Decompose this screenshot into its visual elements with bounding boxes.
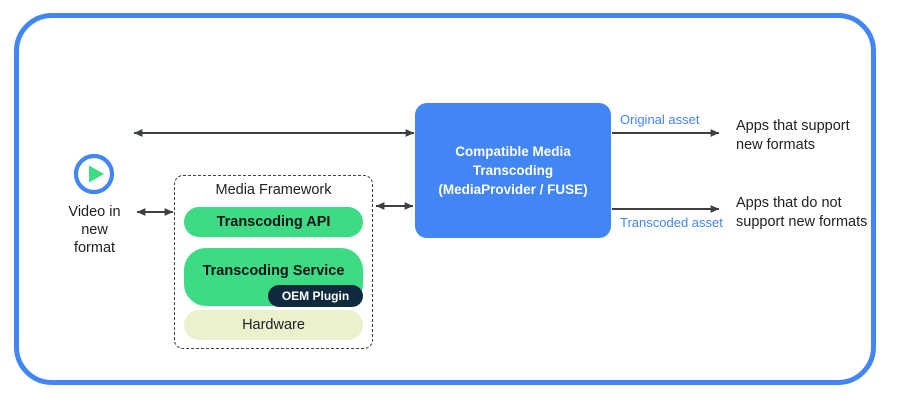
- transcoded-asset-label: Transcoded asset: [620, 215, 723, 230]
- transcoding-api-pill[interactable]: Transcoding API: [184, 207, 363, 237]
- original-asset-label: Original asset: [620, 112, 700, 127]
- outer-frame-border: [14, 13, 876, 385]
- video-in-new-format-label: Video in new format: [68, 204, 121, 256]
- compatible-media-transcoding-box[interactable]: Compatible Media Transcoding (MediaProvi…: [415, 103, 611, 238]
- oem-plugin-badge[interactable]: OEM Plugin: [268, 285, 363, 307]
- play-circle-icon: [72, 152, 116, 196]
- cmt-line-1: Compatible Media: [455, 144, 571, 159]
- hardware-pill[interactable]: Hardware: [184, 310, 363, 340]
- cmt-line-3: (MediaProvider / FUSE): [438, 182, 588, 197]
- apps-that-support-label: Apps that support new formats: [736, 118, 850, 153]
- cmt-box-text: Compatible Media Transcoding (MediaProvi…: [438, 142, 587, 199]
- media-framework-title: Media Framework: [215, 182, 332, 198]
- cmt-line-2: Transcoding: [472, 163, 554, 178]
- apps-that-do-not-support-label: Apps that do not support new formats: [736, 195, 868, 230]
